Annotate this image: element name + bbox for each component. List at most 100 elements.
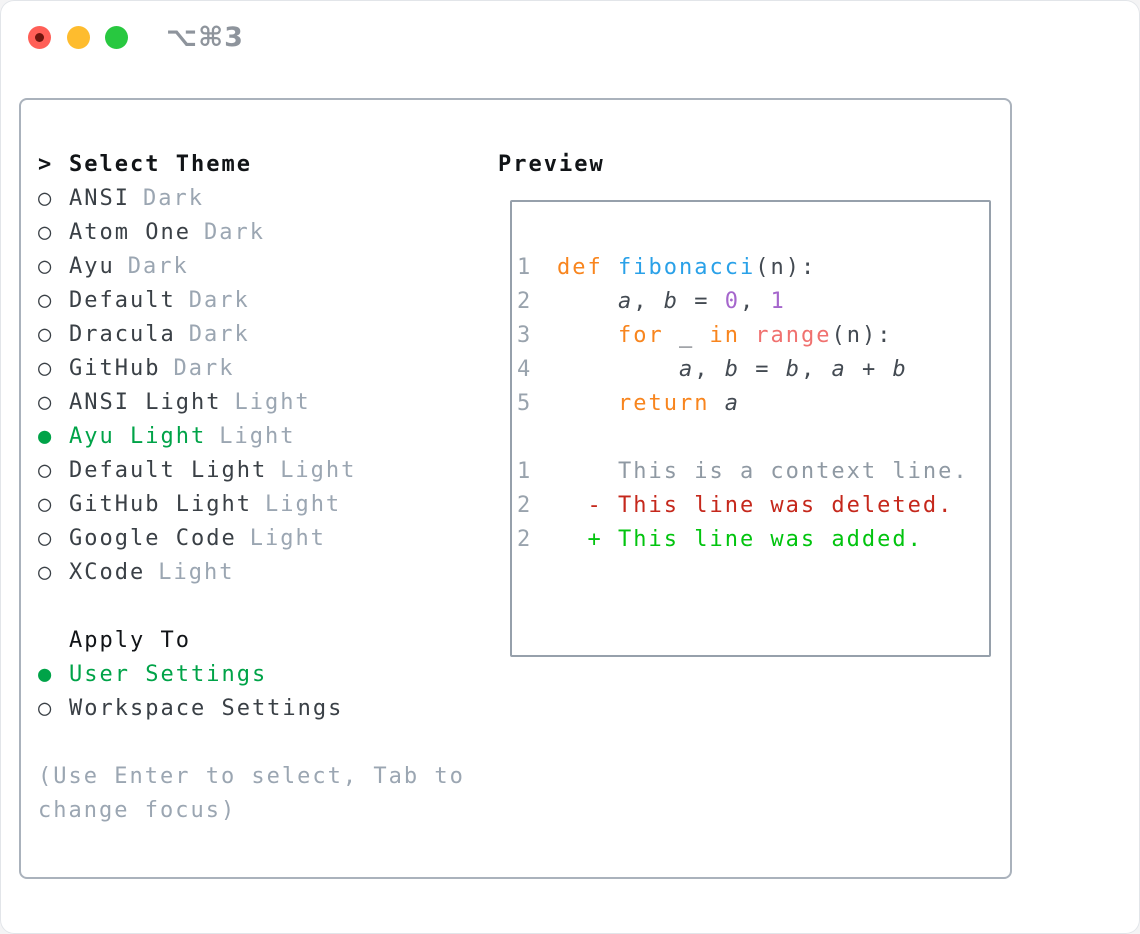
theme-variant-tag: Dark <box>173 356 235 381</box>
apply-option-label: User Settings <box>69 662 268 687</box>
spacer <box>517 421 989 455</box>
code-token: b <box>892 357 908 382</box>
theme-variant-tag: Light <box>280 458 357 483</box>
code-token: , <box>694 357 725 382</box>
spacer <box>38 726 465 760</box>
code-token: b <box>724 357 740 382</box>
theme-option-label: XCode <box>69 560 146 585</box>
code-token <box>603 255 618 280</box>
radio-unselected-icon: ○ <box>38 356 54 381</box>
code-line: 2 a, b = 0, 1 <box>517 285 989 319</box>
code-token <box>557 289 618 314</box>
theme-option-default-light[interactable]: ○ Default Light Light <box>38 454 465 488</box>
code-token: range <box>755 323 832 348</box>
theme-variant-tag: Dark <box>188 322 250 347</box>
code-token: a <box>678 357 695 382</box>
theme-option-label: Google Code <box>69 526 237 551</box>
line-number: 5 <box>517 391 533 416</box>
radio-unselected-icon: ○ <box>38 254 54 279</box>
theme-option-default[interactable]: ○ Default Dark <box>38 284 465 318</box>
code-token: This is a context line. <box>557 459 969 484</box>
apply-option-workspace-settings[interactable]: ○Workspace Settings <box>38 692 465 726</box>
theme-option-github-light[interactable]: ○ GitHub Light Light <box>38 488 465 522</box>
radio-unselected-icon: ○ <box>38 526 54 551</box>
theme-option-label: Ayu Light <box>69 424 207 449</box>
line-content: for _ in range(n): <box>557 319 892 353</box>
line-content: return a <box>557 387 740 421</box>
line-number: 2 <box>517 493 533 518</box>
code-token: + <box>846 357 893 382</box>
apply-to-header-row: Apply To <box>38 624 465 658</box>
theme-option-ansi-light[interactable]: ○ ANSI Light Light <box>38 386 465 420</box>
radio-unselected-icon: ○ <box>38 458 54 483</box>
theme-option-label: Default <box>69 288 176 313</box>
code-token: a <box>724 391 740 416</box>
radio-unselected-icon: ○ <box>38 696 54 721</box>
code-token: a <box>617 289 634 314</box>
code-token <box>709 391 724 416</box>
theme-option-ayu[interactable]: ○ Ayu Dark <box>38 250 465 284</box>
code-line: 3 for _ in range(n): <box>517 319 989 353</box>
line-number: 1 <box>517 459 533 484</box>
theme-option-label: ANSI Light <box>69 390 222 415</box>
code-token <box>557 323 618 348</box>
radio-unselected-icon: ○ <box>38 288 54 313</box>
line-number: 2 <box>517 527 533 552</box>
code-token: in <box>709 323 740 348</box>
close-button[interactable] <box>28 26 51 49</box>
theme-variant-tag: Light <box>158 560 235 585</box>
focus-arrow-icon: > <box>38 152 54 177</box>
theme-option-label: Ayu <box>69 254 115 279</box>
radio-unselected-icon: ○ <box>38 492 54 517</box>
line-number: 4 <box>517 357 533 382</box>
code-line: 4 a, b = b, a + b <box>517 353 989 387</box>
titlebar: ⌥⌘3 <box>0 0 1140 76</box>
radio-unselected-icon: ○ <box>38 390 54 415</box>
line-content: + This line was added. <box>557 523 923 557</box>
diff-line: 1 This is a context line. <box>517 455 989 489</box>
code-token: b <box>663 289 679 314</box>
code-token <box>664 323 679 348</box>
code-token: + This line was added. <box>557 527 923 552</box>
theme-variant-tag: Dark <box>188 288 250 313</box>
apply-option-user-settings[interactable]: ● User Settings <box>38 658 465 692</box>
line-content: a, b = b, a + b <box>557 353 908 387</box>
theme-option-label: Default Light <box>69 458 268 483</box>
line-content: a, b = 0, 1 <box>557 285 786 319</box>
code-token: = <box>678 289 725 314</box>
radio-unselected-icon: ○ <box>38 186 54 211</box>
code-token <box>557 391 618 416</box>
zoom-button[interactable] <box>105 26 128 49</box>
radio-selected-icon: ● <box>38 662 54 687</box>
line-number: 3 <box>517 323 533 348</box>
minimize-button[interactable] <box>67 26 90 49</box>
line-content: This is a context line. <box>557 455 969 489</box>
code-token: a <box>831 357 847 382</box>
apply-to-indent <box>38 624 69 658</box>
theme-variant-tag: Light <box>234 390 311 415</box>
line-content: def fibonacci(n): <box>557 251 816 285</box>
code-token: , <box>633 289 664 314</box>
theme-variant-tag: Light <box>219 424 296 449</box>
select-theme-title: Select Theme <box>69 152 252 177</box>
code-token: , <box>800 357 832 382</box>
code-token: , <box>739 289 771 314</box>
radio-unselected-icon: ○ <box>38 220 54 245</box>
theme-variant-tag: Dark <box>127 254 189 279</box>
code-token <box>694 323 709 348</box>
theme-option-label: GitHub Light <box>69 492 252 517</box>
theme-variant-tag: Light <box>264 492 342 517</box>
code-token: = <box>739 357 786 382</box>
